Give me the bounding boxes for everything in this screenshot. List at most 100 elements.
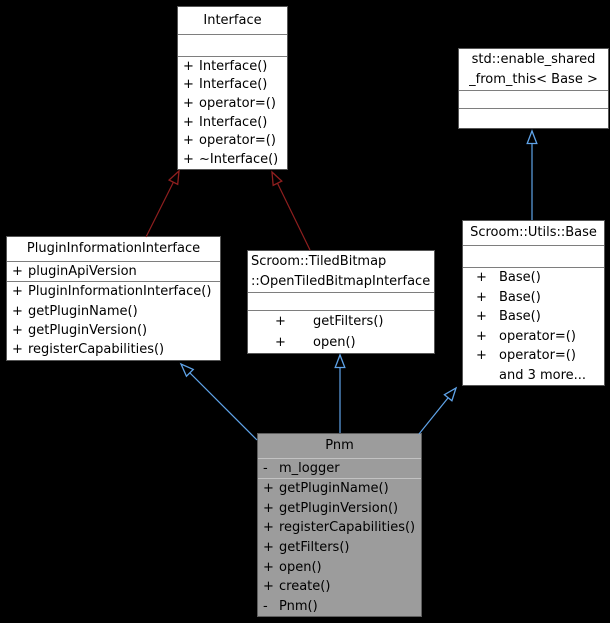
methods-section: +PluginInformationInterface() +getPlugin… [7,282,220,360]
attributes-section: -m_logger [258,459,421,479]
member-label: Base() [499,270,541,286]
member-label: getPluginVersion() [279,500,399,516]
member-label: Pnm() [279,598,318,614]
member-row: + Base() [463,268,604,288]
member-row: + Base() [463,288,604,308]
member-row-more: and 3 more... [463,366,604,386]
member-sign: + [263,520,274,536]
member-row: +getFilters() [248,311,434,332]
member-sign: + [263,579,274,595]
member-label: registerCapabilities() [279,520,416,536]
member-label: pluginApiVersion [28,264,137,279]
class-box-scroom-utils-base[interactable]: Scroom::Utils::Base +Base() +Base() +Bas… [462,220,605,386]
member-row: + getFilters() [258,538,421,558]
member-row: +getPluginVersion() [7,321,220,340]
methods-section: +getFilters() + open() [248,311,434,353]
member-label: operator=() [199,133,276,149]
class-title: PluginInformationInterface [7,237,220,262]
member-label: Base() [499,309,541,325]
member-row: + pluginApiVersion [7,262,220,281]
class-box-interface[interactable]: Interface + Interface() + Interface() + ope… [177,6,288,170]
member-row: + getPluginVersion() [258,499,421,519]
member-sign: + [12,264,23,279]
class-title: Scroom::Utils::Base [463,221,604,246]
member-label: open() [313,335,356,350]
attributes-section-empty [248,293,434,311]
member-sign: + [263,559,274,575]
member-sign: + [183,114,194,130]
class-box-enable-shared-from-this[interactable]: std::enable_shared _from_this< Base > [458,48,609,129]
class-title-line2: _from_this< Base > [469,72,598,87]
member-label: Interface() [199,58,268,74]
arrow-plugininfo-to-interface [145,169,180,238]
class-title-line1: Scroom::TiledBitmap [251,254,387,269]
member-sign: + [183,133,194,149]
member-row: + operator=() [463,346,604,366]
member-row: + open() [258,557,421,577]
methods-section: + Interface() + Interface() + operator=() +… [178,57,287,169]
member-sign: + [12,284,23,300]
member-sign: - [263,461,268,476]
member-label: Base() [499,289,541,305]
member-sign: + [476,270,487,286]
member-row: + open() [248,332,434,353]
member-row: + PluginInformationInterface() [7,282,220,301]
member-sign: + [263,540,274,556]
methods-section: + getPluginName() + getPluginVersion() + re… [258,479,421,616]
member-label: PluginInformationInterface() [28,284,212,300]
member-row: + create() [258,577,421,597]
class-box-plugin-information-interface[interactable]: PluginInformationInterface + pluginApiVer… [6,236,221,361]
arrow-opentiled-to-interface [271,170,311,251]
member-label: operator=() [199,95,276,111]
member-sign: - [263,598,268,614]
member-sign: + [476,289,487,305]
member-row: + ~Interface() [178,150,287,169]
arrow-pnm-to-plugininfo [179,362,258,441]
member-row: + operator=() [178,131,287,150]
member-label: operator=() [499,348,576,364]
attributes-section-empty [463,246,604,268]
member-sign: + [183,151,194,167]
attributes-section: + pluginApiVersion [7,262,220,282]
member-row: + Interface() [178,113,287,132]
member-sign: + [476,348,487,364]
member-sign: + [263,500,274,516]
member-label: getPluginName() [279,481,389,497]
class-title-line2: ::OpenTiledBitmapInterface [251,274,431,289]
member-row: + registerCapabilities() [258,518,421,538]
member-label: getPluginVersion() [28,322,148,338]
class-title-line1: std::enable_shared [471,52,596,67]
member-label: Interface() [199,77,268,93]
class-box-open-tiled-bitmap-interface[interactable]: Scroom::TiledBitmap ::OpenTiledBitmapInt… [247,250,435,354]
member-sign: + [12,303,23,319]
member-sign: + [183,95,194,111]
member-row: + operator=() [178,94,287,113]
member-label: and 3 more... [499,367,587,383]
member-label: Interface() [199,114,268,130]
member-row: -Pnm() [258,597,421,617]
class-title: Interface [178,7,287,35]
member-sign: + [183,77,194,93]
member-sign: + [275,314,286,329]
member-sign: + [263,481,274,497]
member-label: create() [279,579,331,595]
member-sign: + [476,328,487,344]
member-label: open() [279,559,322,575]
class-title: Pnm [258,434,421,459]
member-sign: + [476,309,487,325]
methods-section: + Base() + Base() + Base() + operator=() + op… [463,268,604,385]
member-label: ~Interface() [199,151,279,167]
member-row: + getPluginName() [258,479,421,499]
member-sign: + [183,58,194,74]
member-label: operator=() [499,328,576,344]
member-label: registerCapabilities() [28,342,165,358]
member-sign: + [12,342,23,358]
member-row: + Interface() [178,57,287,76]
arrow-pnm-to-base [418,386,458,435]
member-sign: + [275,335,286,350]
member-row: + registerCapabilities() [7,340,220,359]
attributes-section-empty [459,91,608,109]
member-label: getFilters() [279,540,350,556]
attributes-section-empty [178,35,287,57]
